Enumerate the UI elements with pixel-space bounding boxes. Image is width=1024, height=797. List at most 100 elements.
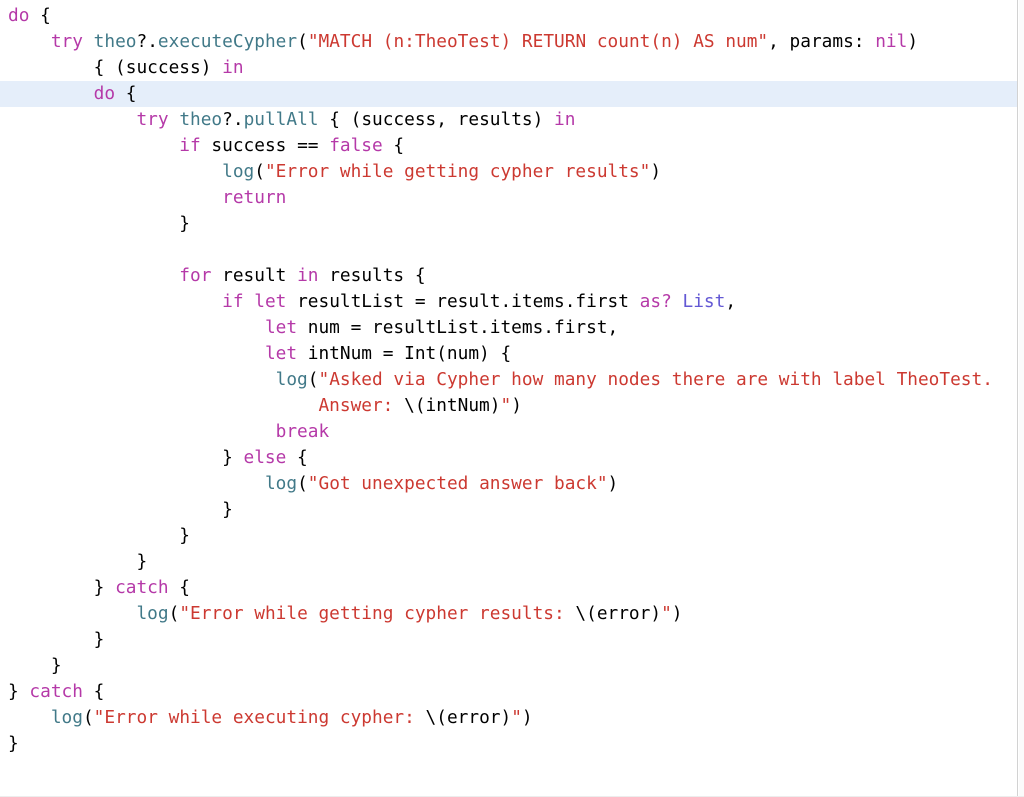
code-token-keyword: catch xyxy=(29,681,83,702)
code-token-plain: intNum = Int(num) { xyxy=(297,343,512,364)
code-line[interactable]: } catch { xyxy=(0,679,1017,705)
code-line[interactable]: let num = resultList.items.first, xyxy=(0,315,1017,341)
code-token-keyword: as? xyxy=(639,291,672,312)
scrollbar-gutter[interactable] xyxy=(1019,0,1024,796)
code-line[interactable] xyxy=(0,237,1017,263)
code-token-project: log xyxy=(136,603,169,624)
code-token-plain: ( xyxy=(82,707,94,728)
code-line[interactable]: break xyxy=(0,419,1017,445)
code-token-plain: { xyxy=(115,83,137,104)
code-token-plain: ) xyxy=(650,161,662,182)
code-token-keyword: false xyxy=(329,135,383,156)
code-token-keyword: let xyxy=(254,291,287,312)
code-line[interactable]: } xyxy=(0,653,1017,679)
code-line[interactable]: try theo?.pullAll { (success, results) i… xyxy=(0,107,1017,133)
code-token-plain xyxy=(8,109,136,130)
code-line[interactable]: return xyxy=(0,185,1017,211)
code-token-plain: ( xyxy=(307,369,319,390)
code-line[interactable]: do { xyxy=(0,3,1017,29)
code-token-string: " xyxy=(511,707,522,728)
code-token-plain: } xyxy=(8,629,105,650)
code-line[interactable]: let intNum = Int(num) { xyxy=(0,341,1017,367)
code-token-string: " xyxy=(661,603,672,624)
code-token-plain xyxy=(672,291,683,312)
code-token-plain: } xyxy=(8,655,62,676)
code-line-selected[interactable]: do { xyxy=(0,81,1017,107)
code-token-project: log xyxy=(275,369,308,390)
code-token-plain xyxy=(169,109,180,130)
code-token-plain xyxy=(8,395,318,416)
code-line[interactable]: } catch { xyxy=(0,575,1017,601)
code-token-string: "Got unexpected answer back" xyxy=(307,473,608,494)
code-token-plain: { (success, results) xyxy=(318,109,555,130)
code-token-plain: , xyxy=(725,291,737,312)
code-line[interactable]: if let resultList = result.items.first a… xyxy=(0,289,1017,315)
code-line[interactable]: Answer: \(intNum)") xyxy=(0,393,1017,419)
code-token-plain: resultList = result.items.first xyxy=(286,291,640,312)
code-token-project: executeCypher xyxy=(157,31,298,52)
code-token-string: Answer: xyxy=(318,395,405,416)
code-line[interactable]: log("Error while getting cypher results:… xyxy=(0,601,1017,627)
code-token-plain xyxy=(8,317,265,338)
code-token-plain: } xyxy=(8,213,190,234)
code-token-string: "Asked via Cypher how many nodes there a… xyxy=(318,369,993,390)
code-token-keyword: catch xyxy=(115,577,169,598)
code-token-keyword: if xyxy=(179,135,201,156)
code-line[interactable]: } xyxy=(0,731,1017,757)
code-token-keyword: return xyxy=(222,187,287,208)
code-token-plain: { xyxy=(168,577,191,598)
code-token-plain xyxy=(8,343,265,364)
code-token-string: "MATCH (n:TheoTest) RETURN count(n) AS n… xyxy=(307,31,769,52)
code-token-plain: ?. xyxy=(136,31,158,52)
code-token-plain xyxy=(8,421,276,442)
code-token-plain xyxy=(8,83,94,104)
code-line[interactable]: log("Error while getting cypher results"… xyxy=(0,159,1017,185)
code-line[interactable]: } else { xyxy=(0,445,1017,471)
code-token-plain xyxy=(83,31,94,52)
code-token-plain: ( xyxy=(168,603,180,624)
code-token-plain xyxy=(8,369,276,390)
code-token-plain: } xyxy=(8,447,244,468)
code-token-plain: \(error) xyxy=(425,707,512,728)
code-token-project: theo xyxy=(93,31,137,52)
code-line[interactable]: for result in results { xyxy=(0,263,1017,289)
code-token-plain xyxy=(8,161,222,182)
code-line[interactable]: { (success) in xyxy=(0,55,1017,81)
code-token-project: log xyxy=(264,473,298,494)
code-line[interactable]: log("Error while executing cypher: \(err… xyxy=(0,705,1017,731)
code-token-plain: } xyxy=(8,499,233,520)
code-line[interactable]: if success == false { xyxy=(0,133,1017,159)
code-line[interactable]: try theo?.executeCypher("MATCH (n:TheoTe… xyxy=(0,29,1017,55)
code-line[interactable]: } xyxy=(0,627,1017,653)
code-token-plain: ) xyxy=(521,707,533,728)
code-token-keyword: try xyxy=(50,31,83,52)
code-token-plain xyxy=(8,291,222,312)
code-token-plain: ) xyxy=(907,31,919,52)
code-line[interactable]: } xyxy=(0,497,1017,523)
code-line[interactable]: log("Got unexpected answer back") xyxy=(0,471,1017,497)
code-token-plain xyxy=(8,707,51,728)
code-line[interactable]: } xyxy=(0,549,1017,575)
code-token-plain xyxy=(8,135,179,156)
code-token-project: theo xyxy=(179,109,223,130)
code-token-plain xyxy=(8,31,51,52)
code-token-type: List xyxy=(682,291,726,312)
code-token-plain: { xyxy=(29,5,51,26)
code-token-plain: success == xyxy=(200,135,330,156)
code-token-plain: ( xyxy=(297,31,308,52)
code-token-plain: { (success) xyxy=(8,57,223,78)
code-token-keyword: if xyxy=(222,291,244,312)
code-token-plain: result xyxy=(211,265,298,286)
code-token-plain xyxy=(8,473,265,494)
code-token-keyword: break xyxy=(275,421,330,442)
code-token-plain: } xyxy=(8,733,19,754)
code-line[interactable]: log("Asked via Cypher how many nodes the… xyxy=(0,367,1017,393)
code-token-plain: } xyxy=(8,681,30,702)
code-line[interactable]: } xyxy=(0,211,1017,237)
code-token-plain: ) xyxy=(511,395,522,416)
code-token-plain: } xyxy=(8,525,190,546)
code-line[interactable]: } xyxy=(0,523,1017,549)
code-token-project: log xyxy=(50,707,83,728)
